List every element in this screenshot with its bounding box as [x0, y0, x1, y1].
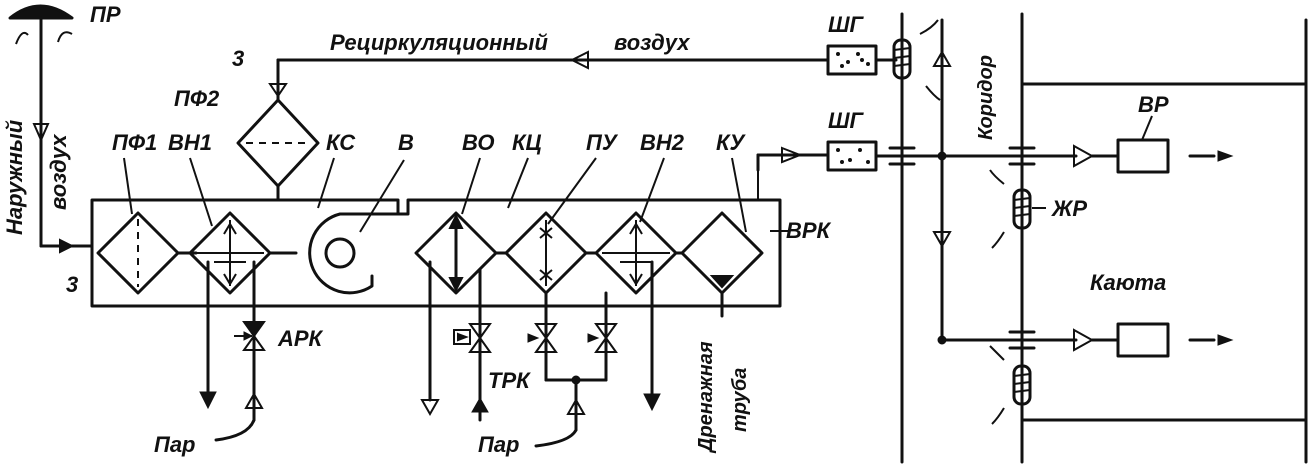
heater-vn1 — [188, 211, 272, 295]
label-pf1: ПФ1 — [112, 130, 157, 155]
roof-fan-pr — [8, 4, 74, 248]
label-corridor: Коридор — [975, 55, 997, 140]
upper-cabin-branch — [1073, 115, 1234, 174]
label-zhr: ЖР — [1051, 196, 1087, 221]
label-outside-air-2: воздух — [46, 134, 71, 210]
silencer-shg-mid — [826, 140, 1078, 172]
label-ark: АРК — [277, 326, 324, 351]
label-kc: КЦ — [512, 130, 542, 155]
filter-pf1 — [96, 211, 198, 295]
label-trk: ТРК — [488, 368, 531, 393]
label-z-left: 3 — [66, 272, 78, 297]
label-ks: КС — [326, 130, 356, 155]
droplet-ku — [680, 211, 764, 295]
valve-ark — [234, 321, 266, 351]
silencer-shg-top — [826, 44, 898, 76]
label-v: В — [398, 130, 414, 155]
passthrough-fittings — [888, 146, 1036, 350]
steam-lines-mid — [420, 260, 724, 448]
outside-air-arrow — [32, 123, 50, 143]
label-drain-1: Дренажная — [695, 341, 717, 454]
recirc-grille — [892, 19, 941, 101]
label-pr: ПР — [90, 2, 121, 27]
main-unit-box — [90, 198, 782, 308]
label-pf2: ПФ2 — [174, 86, 220, 111]
recirc-duct — [268, 50, 830, 102]
label-pu: ПУ — [586, 130, 619, 155]
label-shg-mid: ШГ — [828, 108, 865, 133]
fan-v — [308, 212, 402, 295]
label-vn1: ВН1 — [168, 130, 212, 155]
label-outside-air: Наружный — [2, 119, 27, 235]
label-drain-2: труба — [729, 368, 751, 432]
label-vr: ВР — [1138, 92, 1169, 117]
steam-lines-left — [199, 260, 264, 442]
valve-trk — [453, 323, 492, 353]
filter-pf2 — [236, 98, 320, 202]
label-cabin: Каюта — [1090, 270, 1166, 295]
label-steam-mid: Пар — [478, 432, 520, 457]
label-z-top: 3 — [232, 46, 244, 71]
label-steam-left: Пар — [154, 432, 196, 457]
lower-cabin-branch — [1073, 322, 1234, 358]
exhaust-grille-zhr — [989, 169, 1046, 249]
supply-duct — [756, 146, 830, 172]
label-vo: ВО — [462, 130, 494, 155]
label-vrk: ВРК — [786, 218, 832, 243]
label-ku: КУ — [716, 130, 747, 155]
bulkheads — [900, 12, 1308, 464]
corridor-riser — [932, 18, 1078, 345]
cyclone-kc — [504, 211, 598, 295]
valve-kc — [527, 323, 558, 353]
exhaust-grille-lower — [989, 345, 1032, 425]
cooler-vo — [414, 211, 508, 295]
label-shg-top: ШГ — [828, 12, 865, 37]
label-recirc-2: воздух — [614, 30, 690, 55]
valve-vn2 — [587, 323, 618, 353]
label-vn2: ВН2 — [640, 130, 685, 155]
heater-vn2 — [594, 211, 684, 295]
label-recirc: Рециркуляционный — [330, 30, 548, 55]
